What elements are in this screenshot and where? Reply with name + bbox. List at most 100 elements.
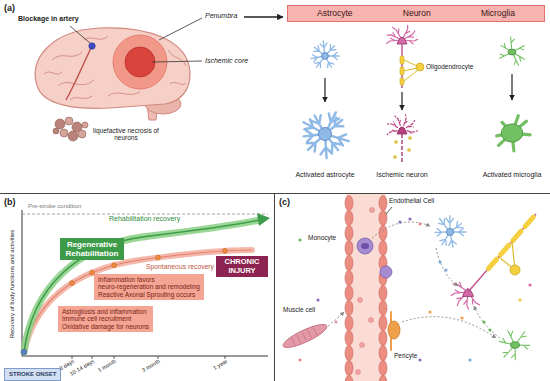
activated-astrocyte bbox=[304, 112, 349, 158]
cell-label: Ischemic neuron bbox=[376, 171, 427, 179]
change-arrow bbox=[401, 92, 402, 110]
signal-molecule bbox=[488, 328, 491, 331]
endothelial-cell bbox=[345, 346, 353, 361]
signal-path bbox=[328, 312, 344, 326]
astrocyte-soma bbox=[446, 228, 453, 235]
pericyte bbox=[388, 321, 400, 339]
cell-label: Pericyte bbox=[394, 352, 417, 359]
myelin-sheath bbox=[400, 67, 404, 75]
astrocyte bbox=[435, 216, 466, 248]
myelin-sheath bbox=[513, 231, 521, 240]
phase-line: Reactive Axonal Sprouting occurs bbox=[98, 291, 200, 298]
myelin-debris bbox=[393, 155, 396, 158]
gyrus-line bbox=[170, 82, 186, 84]
box-text: CHRONIC INJURY bbox=[220, 258, 264, 275]
muscle-cell bbox=[281, 320, 330, 351]
signal-molecule bbox=[298, 358, 301, 361]
outcome-box: CHRONIC INJURY bbox=[216, 256, 268, 277]
leader-line bbox=[70, 26, 90, 43]
signal-molecule bbox=[428, 310, 431, 313]
neuron bbox=[451, 282, 479, 309]
recovery-chart bbox=[21, 210, 270, 359]
box-text: STROKE ONSET bbox=[9, 371, 56, 378]
callout-label: Penumbra bbox=[205, 12, 237, 20]
phase-line: Inflammation favors bbox=[98, 276, 200, 283]
leader-line bbox=[152, 61, 202, 62]
tick-label: 1 year bbox=[212, 358, 228, 371]
baseline-label: Pre-stroke condition bbox=[28, 203, 81, 210]
signal-molecule bbox=[316, 298, 319, 301]
endothelial-cell bbox=[379, 211, 387, 226]
callout-label: liquefactive necrosis of neurons bbox=[92, 127, 160, 142]
oligodendrocyte bbox=[510, 265, 520, 275]
phase-line: neuro-regeneration and remodeling bbox=[98, 283, 200, 290]
monocyte bbox=[357, 238, 373, 254]
signal-molecule bbox=[398, 220, 401, 223]
oligodendrocyte-process bbox=[404, 68, 417, 71]
activated-microglia bbox=[497, 116, 530, 151]
muscle-striation bbox=[297, 335, 301, 343]
myelin-sheath bbox=[488, 259, 496, 268]
endothelial-cell bbox=[379, 331, 387, 346]
tick-label: 3 month bbox=[141, 358, 161, 373]
endothelial-cell bbox=[345, 226, 353, 241]
oligodendrocyte-process bbox=[404, 70, 418, 81]
panel-letter: (c) bbox=[279, 197, 290, 207]
x-axis bbox=[22, 356, 268, 357]
cell-label: Monocyte bbox=[308, 234, 336, 241]
neuron bbox=[387, 25, 418, 44]
panel-letter: (b) bbox=[4, 197, 16, 207]
curve-label: Rehabilitation recovery bbox=[108, 215, 181, 223]
neuron-soma bbox=[397, 37, 407, 44]
column-heading: Microglia bbox=[481, 9, 515, 19]
neurovascular-illustration bbox=[281, 194, 536, 381]
endothelial-cell bbox=[345, 286, 353, 301]
myelin-debris bbox=[394, 140, 397, 143]
column-heading: Neuron bbox=[403, 9, 431, 19]
endothelial-cell bbox=[379, 301, 387, 316]
cell-label: Oligodendrocyte bbox=[426, 63, 473, 70]
endothelial-cell bbox=[345, 211, 353, 226]
cell-illustrations bbox=[304, 25, 531, 162]
cell-type-band: AstrocyteNeuronMicroglia bbox=[287, 5, 545, 22]
microglia-soma bbox=[511, 342, 520, 348]
curve-label: Spontaneous recovery bbox=[145, 263, 215, 271]
flow-arrow bbox=[244, 16, 283, 17]
myelin-sheath bbox=[400, 56, 404, 64]
brain-illustration bbox=[35, 18, 202, 141]
muscle-striation bbox=[291, 337, 295, 345]
cell-label: Activated microglia bbox=[483, 171, 542, 179]
endothelial-cell bbox=[345, 316, 353, 331]
rehabilitation-curve bbox=[24, 220, 260, 352]
necrotic-neuron bbox=[53, 128, 59, 134]
signal-molecule bbox=[418, 358, 421, 361]
phase-line: Immune cell recruitment bbox=[62, 315, 149, 322]
axis-label: Recovery of body functions and activitie… bbox=[9, 230, 16, 339]
box-text: Regenerative Rehabilitation bbox=[64, 240, 120, 258]
curve-arrowhead bbox=[257, 213, 270, 226]
microglia bbox=[499, 331, 529, 360]
blood-cell bbox=[356, 370, 361, 375]
onset-dot bbox=[21, 349, 27, 355]
phase-line: Oxidative damage for neurons bbox=[62, 323, 149, 330]
myelin-debris bbox=[408, 136, 411, 139]
phase-line: Astrogliosis and inflammation bbox=[62, 308, 149, 315]
necrotic-neuron bbox=[78, 130, 86, 138]
oligodendrocyte-process bbox=[404, 60, 417, 66]
signal-path bbox=[402, 317, 496, 338]
gyrus-line bbox=[44, 72, 62, 74]
gyrus-line bbox=[52, 52, 82, 60]
signal-path bbox=[436, 248, 458, 286]
therapy-box: Regenerative Rehabilitation bbox=[60, 238, 124, 260]
muscle-striation bbox=[302, 332, 306, 340]
myelin-debris bbox=[407, 148, 410, 151]
axon bbox=[401, 134, 402, 162]
signal-molecule bbox=[482, 320, 485, 323]
gyrus-line bbox=[168, 50, 186, 66]
endothelial-cell bbox=[345, 361, 353, 376]
onset-box: STROKE ONSET bbox=[4, 368, 61, 381]
monocyte-nucleus bbox=[361, 243, 369, 249]
signal-molecule bbox=[418, 222, 421, 225]
panel-divider bbox=[274, 194, 275, 381]
